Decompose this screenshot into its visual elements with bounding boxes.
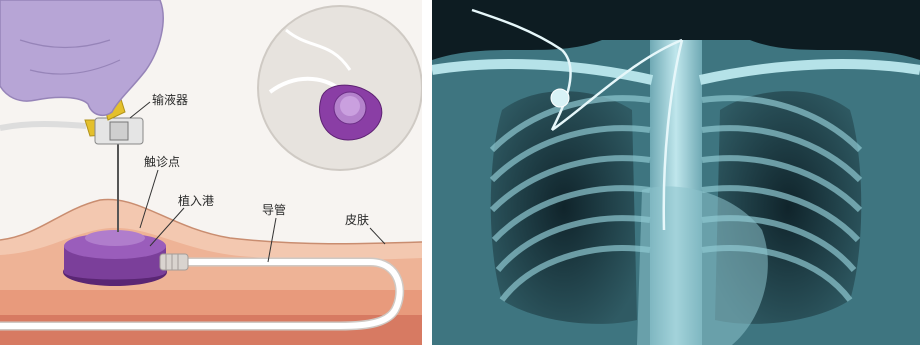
chest-xray [432,0,920,345]
port-illustration: 输液器 触诊点 植入港 导管 皮肤 [0,0,422,345]
label-palpation-point: 触诊点 [144,155,180,169]
chest-xray-svg [432,0,920,345]
gloved-hand [0,0,163,115]
label-infusion-set: 输液器 [152,92,188,107]
label-catheter: 导管 [262,202,286,217]
port-chamber [551,89,569,107]
port-illustration-svg: 输液器 触诊点 植入港 导管 皮肤 [0,0,422,345]
label-skin: 皮肤 [345,212,369,227]
infusion-tube [0,124,86,128]
label-port: 植入港 [178,193,214,208]
port-inset [258,6,422,170]
